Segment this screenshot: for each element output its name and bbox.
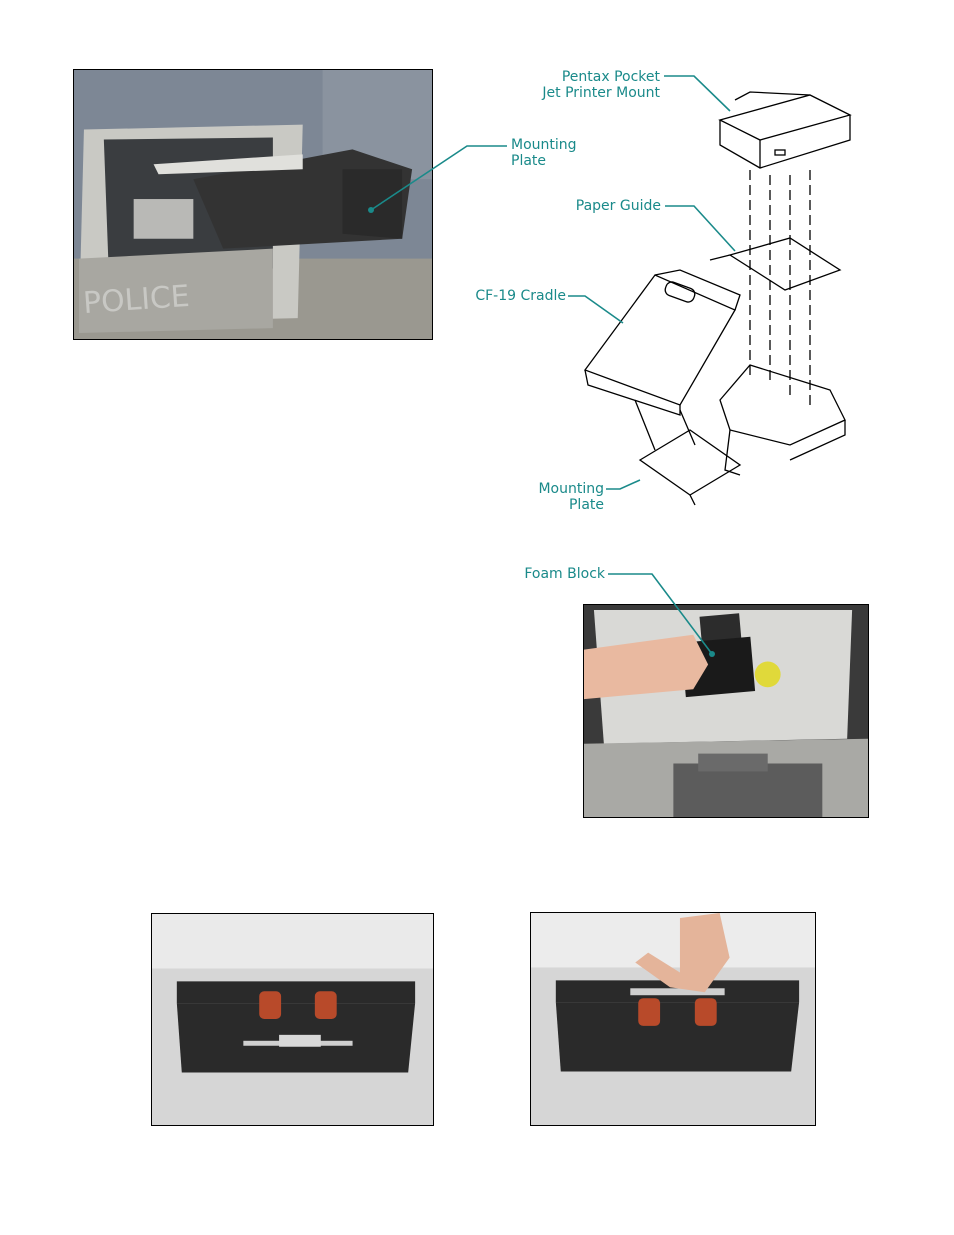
exploded-assembly-drawing — [583, 91, 852, 506]
callout-cf19-cradle-text: CF-19 Cradle — [475, 288, 566, 304]
callout-pentax-printer-mount: Pentax Pocket Jet Printer Mount — [542, 69, 660, 101]
photo-hand-on-roller — [530, 912, 816, 1126]
callout-mounting-plate-bottom-line1: Mounting — [538, 481, 604, 497]
callout-mounting-plate-top-line2: Plate — [511, 153, 547, 169]
callout-mounting-plate-top-line1: Mounting — [511, 137, 577, 153]
callout-pentax-line2: Jet Printer Mount — [542, 85, 660, 101]
case-lettering: POLICE — [82, 279, 191, 321]
photo-foam-block-in-lid — [583, 604, 869, 818]
callout-cf19-cradle: CF-19 Cradle — [475, 288, 566, 304]
callout-foam-block: Foam Block — [524, 566, 605, 582]
callout-mounting-plate-bottom: Mounting Plate — [538, 481, 604, 513]
callout-mounting-plate-bottom-line2: Plate — [568, 497, 604, 513]
photo-case-with-mounting-plate: POLICE — [73, 69, 433, 340]
callout-paper-guide-text: Paper Guide — [575, 198, 661, 214]
photo-roller-assembly — [151, 913, 434, 1126]
callout-foam-block-text: Foam Block — [524, 566, 605, 582]
callout-pentax-line1: Pentax Pocket — [561, 69, 660, 85]
callout-paper-guide: Paper Guide — [576, 198, 661, 214]
callout-mounting-plate-top: Mounting Plate — [511, 137, 577, 169]
